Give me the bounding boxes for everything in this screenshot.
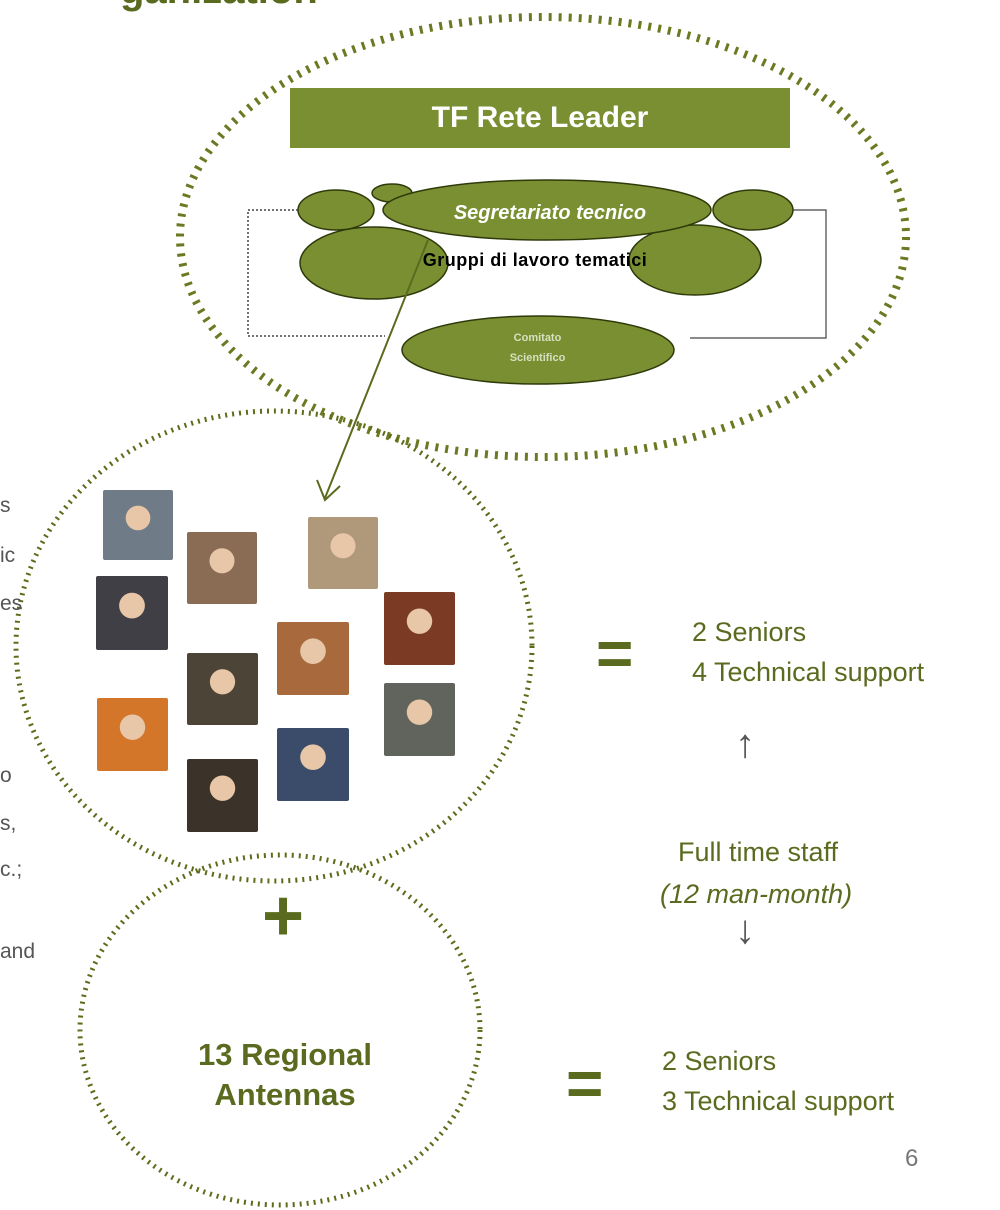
committee-label: Comitato Scientifico	[405, 328, 670, 378]
regional-antennas-label: 13 Regional Antennas	[150, 1035, 420, 1115]
arrow-up-icon: ↑	[735, 722, 755, 766]
secretariat-label: Segretariato tecnico	[453, 201, 647, 224]
group-ellipse-1	[297, 189, 375, 231]
page-title-fragment: ganization	[120, 0, 318, 13]
tf-rete-leader-box: TF Rete Leader	[290, 88, 790, 148]
connector-arrowhead	[316, 479, 341, 502]
side-text-7: and	[0, 940, 36, 963]
full-time-staff-note: (12 man-month)	[660, 879, 853, 909]
equals-sign-central: =	[596, 617, 634, 689]
tf-rete-boundary	[176, 13, 910, 461]
equals-sign-regional: =	[566, 1047, 604, 1119]
side-text-3: es	[0, 592, 23, 615]
side-text-5: s,	[0, 812, 17, 835]
group-ellipse-3	[712, 189, 794, 231]
bracket-right	[690, 209, 827, 339]
arrow-down-icon: ↓	[735, 908, 755, 952]
plus-sign: +	[262, 876, 305, 956]
central-staff-technical: 4 Technical support	[692, 657, 925, 687]
group-ellipse-5	[628, 224, 762, 296]
side-text-1: s	[0, 494, 11, 517]
staff-boundary	[13, 408, 535, 884]
working-groups-label: Gruppi di lavoro tematici	[422, 249, 648, 270]
photo-man-1	[308, 517, 378, 589]
committee-label-line1: Comitato	[513, 332, 562, 344]
committee-ellipse	[401, 315, 675, 385]
regional-boundary	[77, 852, 483, 1208]
photo-man-3	[384, 683, 455, 756]
side-text-2: ic	[0, 544, 16, 567]
photo-woman-5	[187, 653, 258, 725]
side-text-4: o	[0, 764, 12, 787]
photo-woman-4	[277, 622, 349, 695]
secretariat-ellipse	[382, 179, 712, 241]
photo-man-5	[277, 728, 349, 801]
photo-man-2	[96, 576, 168, 650]
connector-arrow	[324, 239, 429, 499]
regional-staff-technical: 3 Technical support	[662, 1086, 895, 1116]
photo-woman-3	[384, 592, 455, 665]
regional-line1: 13 Regional	[198, 1037, 372, 1072]
central-staff-seniors: 2 Seniors	[692, 617, 807, 647]
regional-line2: Antennas	[214, 1077, 356, 1112]
photo-woman-2	[187, 532, 257, 604]
bracket-left	[247, 209, 385, 337]
committee-label-line2: Scientifico	[509, 352, 566, 364]
page-number: 6	[905, 1145, 919, 1172]
regional-staff-seniors: 2 Seniors	[662, 1046, 777, 1076]
photo-man-6	[187, 759, 258, 832]
side-text-6: c.;	[0, 858, 23, 881]
photo-man-4	[97, 698, 168, 771]
photo-woman-1	[103, 490, 173, 560]
full-time-staff-label: Full time staff	[678, 837, 839, 867]
